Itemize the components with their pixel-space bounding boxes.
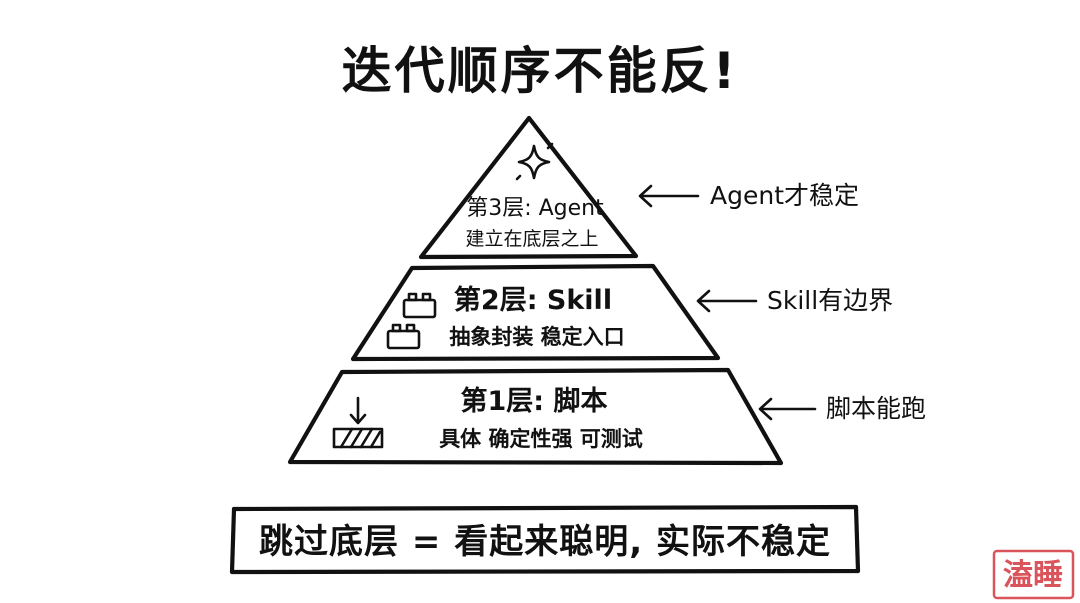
layer-2-title: 第2层: Skill xyxy=(454,284,612,316)
pyramid-layer-2: 第2层: Skill 抽象封装 稳定入口 xyxy=(350,263,721,362)
note-layer-2-text: Skill有边界 xyxy=(767,286,893,315)
note-layer-3: Agent才稳定 xyxy=(638,181,859,210)
watermark-seal: 溘睡 xyxy=(992,549,1075,600)
note-layer-1: 脚本能跑 xyxy=(758,394,926,423)
layer-3-shape xyxy=(418,115,639,260)
left-arrow-icon xyxy=(696,289,758,313)
layer-2-shape xyxy=(350,263,721,362)
layer-3-description: 建立在底层之上 xyxy=(465,228,598,250)
bottom-warning-box: 跳过底层 = 看起来聪明, 实际不稳定 xyxy=(229,504,861,575)
note-layer-2: Skill有边界 xyxy=(696,286,893,315)
left-arrow-icon xyxy=(638,184,700,208)
layer-3-title: 第3层: Agent xyxy=(466,196,604,221)
pyramid-layer-3: 第3层: Agent 建立在底层之上 xyxy=(418,115,639,260)
left-arrow-icon xyxy=(758,397,817,421)
pyramid-layer-1: 第1层: 脚本 具体 确定性强 可测试 xyxy=(287,367,784,466)
layer-1-shape xyxy=(287,367,784,466)
sparkle-icon xyxy=(515,142,554,181)
building-block-icon xyxy=(386,292,437,350)
note-layer-1-text: 脚本能跑 xyxy=(826,394,926,423)
layer-1-description: 具体 确定性强 可测试 xyxy=(439,427,643,451)
page-title: 迭代顺序不能反! xyxy=(342,42,739,100)
layer-2-description: 抽象封装 稳定入口 xyxy=(449,325,624,349)
foundation-arrow-icon xyxy=(332,396,384,449)
watermark-seal-text: 溘睡 xyxy=(1003,558,1063,593)
note-layer-3-text: Agent才稳定 xyxy=(710,181,859,210)
bottom-box-text: 跳过底层 = 看起来聪明, 实际不稳定 xyxy=(259,522,831,562)
watermark-seal-frame xyxy=(992,549,1075,600)
layer-1-title: 第1层: 脚本 xyxy=(461,385,608,417)
bottom-box-frame xyxy=(229,504,861,575)
